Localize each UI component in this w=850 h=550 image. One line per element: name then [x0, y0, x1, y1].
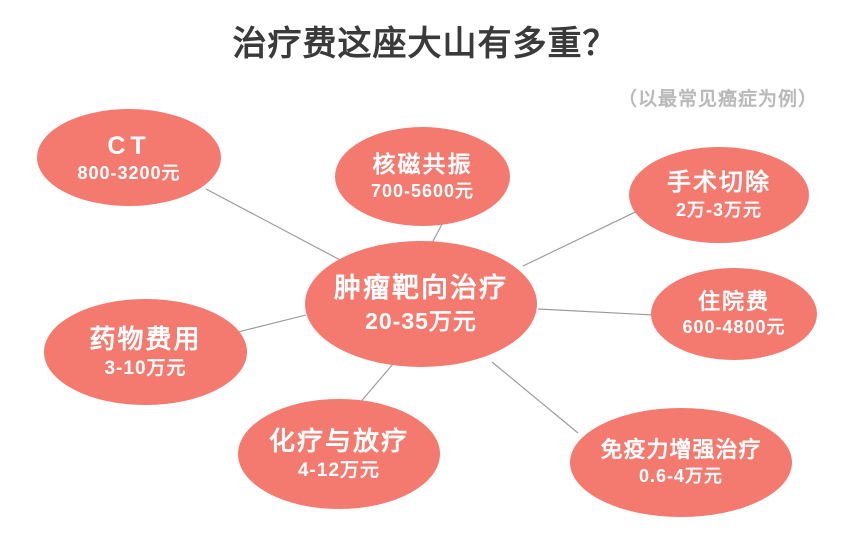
node-value: 0.6-4万元: [638, 466, 724, 487]
connector-center-to-ct: [205, 188, 345, 263]
node-value: 800-3200元: [77, 162, 181, 183]
node-label: 免疫力增强治疗: [600, 436, 762, 462]
node-value: 20-35万元: [365, 308, 477, 335]
node-value: 600-4800元: [682, 317, 786, 338]
connector-center-to-drugs: [237, 314, 307, 333]
node-label: 住院费: [697, 288, 770, 314]
node-immunotherapy[interactable]: 免疫力增强治疗 0.6-4万元: [570, 408, 792, 517]
node-label: 化疗与放疗: [268, 425, 409, 456]
node-value: 4-12万元: [297, 459, 381, 481]
node-surgical-resection[interactable]: 手术切除 2万-3万元: [629, 147, 809, 243]
node-value: 700-5600元: [370, 180, 475, 201]
node-ct-scan[interactable]: CT 800-3200元: [37, 109, 221, 206]
node-label: CT: [107, 131, 151, 160]
connector-center-to-hospital: [537, 308, 655, 316]
page-subtitle: （以最常见癌症为例）: [617, 89, 818, 110]
node-label: 肿瘤靶向治疗: [334, 273, 508, 304]
node-targeted-therapy[interactable]: 肿瘤靶向治疗 20-35万元: [305, 241, 537, 367]
node-mri[interactable]: 核磁共振 700-5600元: [335, 127, 510, 226]
node-value: 2万-3万元: [675, 199, 762, 220]
node-chemotherapy-radiotherapy[interactable]: 化疗与放疗 4-12万元: [238, 399, 440, 509]
connector-center-to-immune: [491, 361, 579, 434]
connector-center-to-surgery: [522, 203, 653, 267]
page-title: 治疗费这座大山有多重？: [232, 25, 618, 63]
node-label: 手术切除: [667, 168, 771, 196]
node-hospitalization-fee[interactable]: 住院费 600-4800元: [651, 268, 817, 360]
node-drug-cost[interactable]: 药物费用 3-10万元: [44, 299, 247, 405]
node-value: 3-10万元: [104, 357, 187, 379]
node-label: 药物费用: [89, 323, 202, 354]
node-label: 核磁共振: [372, 150, 473, 177]
